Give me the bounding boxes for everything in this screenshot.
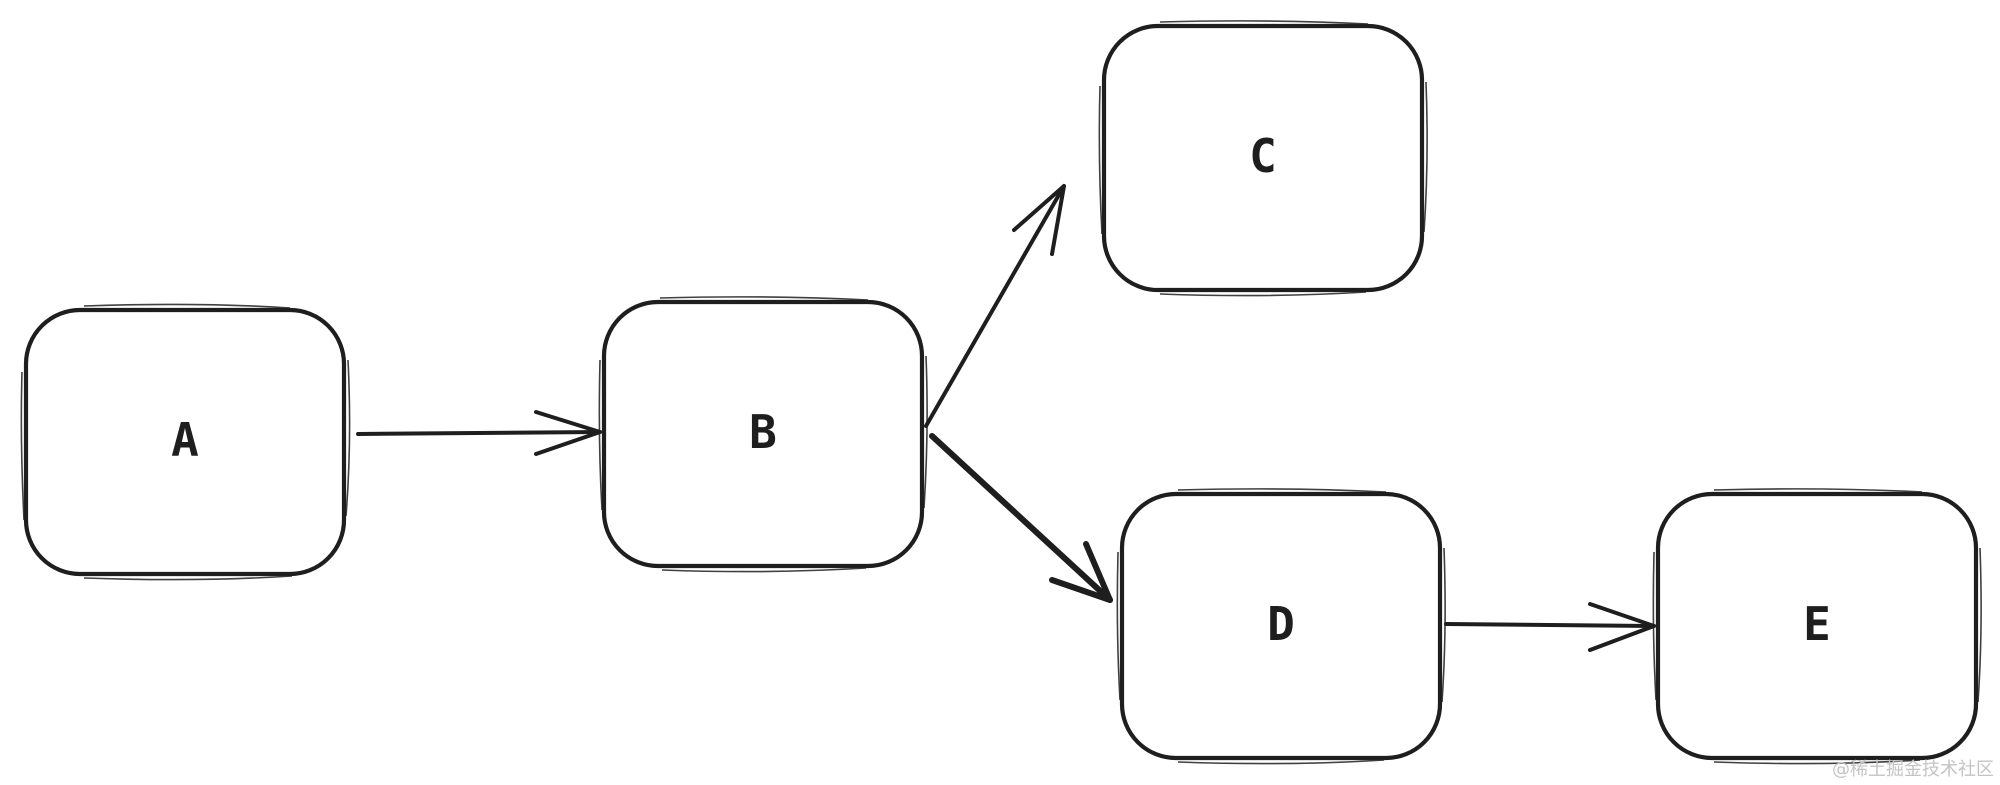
node-c[interactable]: C xyxy=(1098,20,1428,297)
node-a-label: A xyxy=(171,413,199,467)
edge-b-to-d[interactable] xyxy=(929,433,1113,603)
edge-d-to-e[interactable] xyxy=(1444,602,1656,652)
node-b-label: B xyxy=(749,405,777,459)
edge-d-to-e-arrowhead xyxy=(1588,602,1656,652)
node-e-box xyxy=(1655,491,1979,761)
edge-a-to-b[interactable] xyxy=(356,410,602,456)
node-b[interactable]: B xyxy=(598,296,928,573)
node-d[interactable]: D xyxy=(1116,488,1446,765)
watermark-text: @稀土掘金技术社区 xyxy=(1832,759,1994,780)
node-c-label: C xyxy=(1249,129,1277,183)
node-c-sketch-stroke xyxy=(1098,20,1428,297)
node-c-box xyxy=(1101,23,1425,293)
edge-a-to-b-arrowhead xyxy=(534,410,602,456)
node-a-box xyxy=(23,307,347,577)
node-d-label: D xyxy=(1267,597,1295,651)
edge-d-to-e-line xyxy=(1444,622,1656,628)
edge-b-to-c-line xyxy=(924,184,1066,428)
edge-b-to-d-line xyxy=(929,433,1113,603)
node-a[interactable]: A xyxy=(20,303,351,581)
edge-b-to-d-arrowhead xyxy=(1049,541,1113,603)
node-a-sketch-stroke xyxy=(20,303,351,581)
node-d-box xyxy=(1119,491,1443,761)
edge-a-to-b-line xyxy=(356,430,602,436)
edge-b-to-c-arrowhead xyxy=(1012,184,1066,256)
node-e-label: E xyxy=(1803,597,1831,651)
edge-b-to-c[interactable] xyxy=(924,184,1066,428)
node-e[interactable]: E xyxy=(1652,488,1982,765)
node-b-sketch-stroke xyxy=(598,296,928,573)
node-b-box xyxy=(601,299,925,569)
node-d-sketch-stroke xyxy=(1116,488,1446,765)
